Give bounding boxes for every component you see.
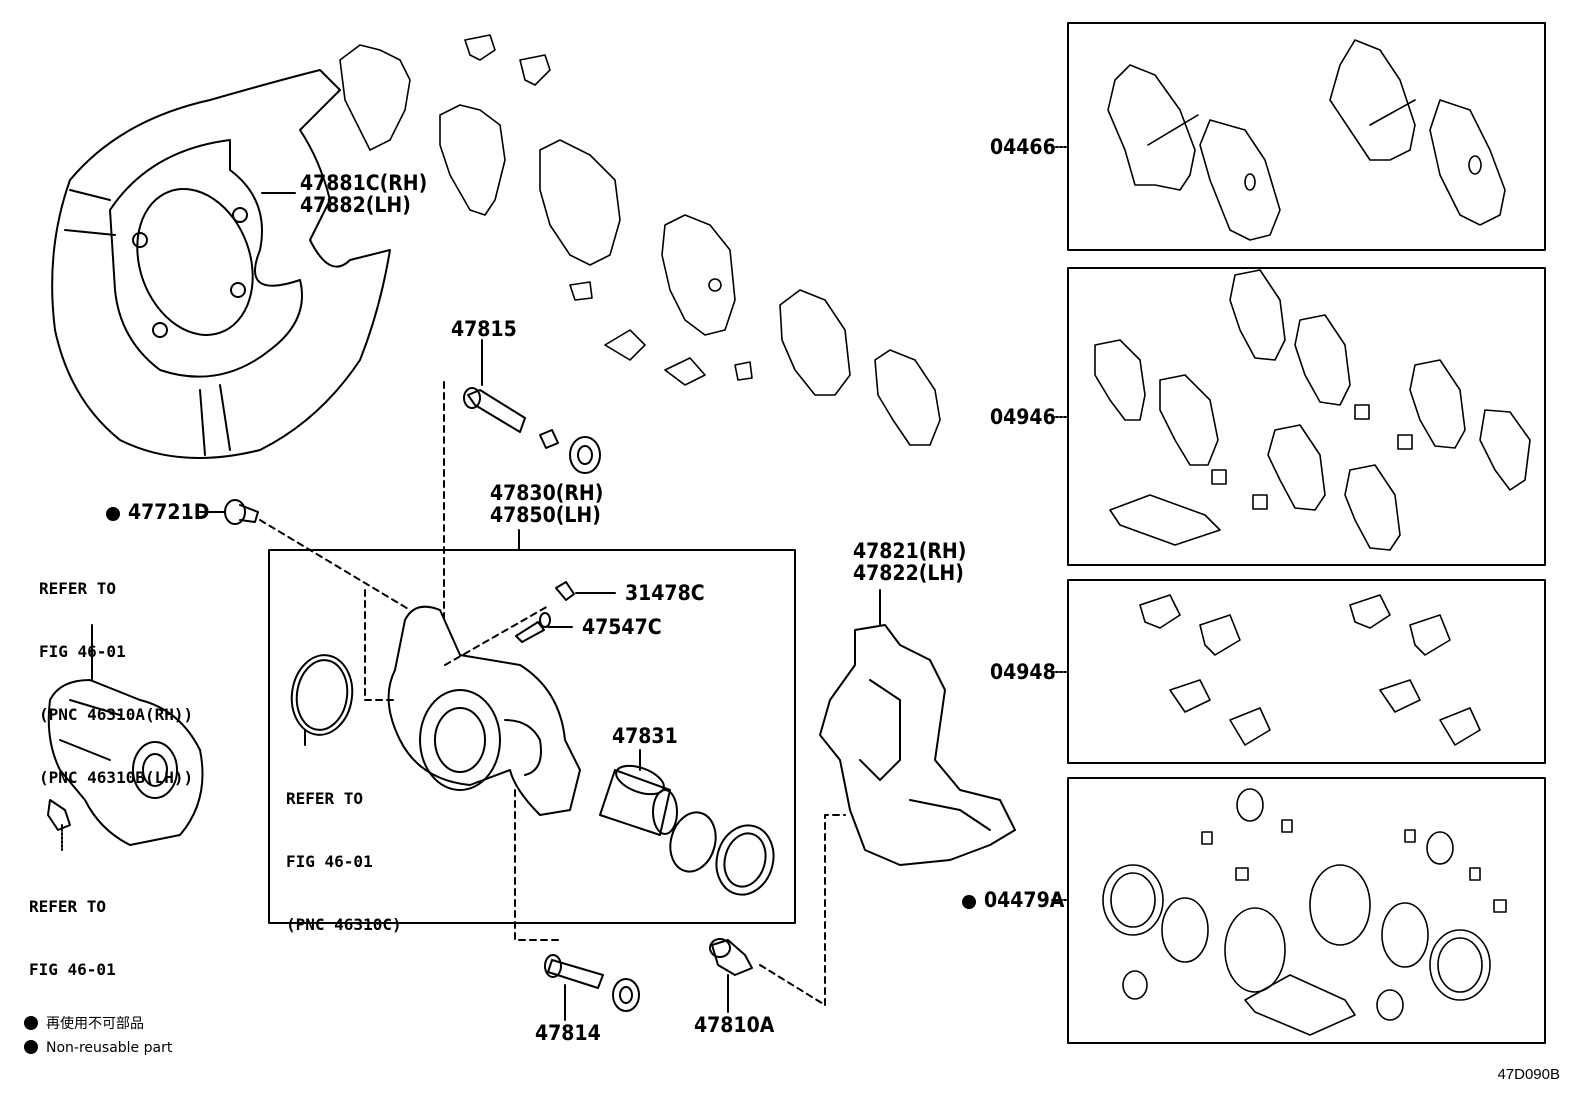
parking-actuator-part [47,679,204,846]
label-47721d-text: 47721D [128,500,210,524]
slide-pin-lower-part [544,954,640,1012]
label-04948[interactable]: 04948 [990,660,1056,684]
non-reusable-dot-icon [24,1040,38,1054]
non-reusable-dot-icon [106,507,120,521]
non-reusable-dot-icon [962,895,976,909]
label-47830[interactable]: 47830(RH) [490,481,604,505]
bleeder-parts [515,581,575,643]
dashed-leader-bleeder [444,604,551,666]
kit-boxes [1051,22,1546,1044]
label-47882[interactable]: 47882(LH) [300,193,411,217]
ref-oring-line1: REFER TO [286,789,364,808]
caliper-mounting-part [819,624,1016,866]
kit-04466-pads [1107,39,1506,241]
label-47831[interactable]: 47831 [612,724,678,748]
caliper-assembly-box [268,549,796,924]
bolt-47721d-part [224,499,259,525]
ref-actuator[interactable]: REFER TO FIG 46-01 (PNC 46310A(RH)) (PNC… [39,536,193,809]
label-04479a[interactable]: 04479A [962,889,1064,911]
label-47815[interactable]: 47815 [451,317,517,341]
label-31478c[interactable]: 31478C [625,581,705,605]
label-04479a-text: 04479A [984,888,1065,912]
label-47810a[interactable]: 47810A [694,1013,775,1037]
ref-actuator-line2: FIG 46-01 [39,642,126,661]
ref-bolt-line2: FIG 46-01 [29,960,116,979]
figure-id: 47D090B [1497,1066,1560,1083]
dashed-leader-47721d [259,519,411,611]
ref-oring-line3: (PNC 46310C) [286,915,402,934]
piston-part [599,764,775,896]
legend-row-english: Non-reusable part [24,1036,172,1060]
kit-04946-shims [1094,269,1531,551]
label-04466[interactable]: 04466 [990,135,1056,159]
dashed-leader-mounting [824,814,846,1006]
label-47822[interactable]: 47822(LH) [853,561,964,585]
caliper-body-part [364,589,581,816]
ref-actuator-line3: (PNC 46310A(RH)) [39,705,194,724]
label-47547c[interactable]: 47547C [582,615,662,639]
non-reusable-dot-icon [24,1016,38,1030]
kit-04948-clips [1139,594,1481,746]
ref-oring-line2: FIG 46-01 [286,852,373,871]
ref-actuator-line1: REFER TO [39,579,117,598]
label-47814[interactable]: 47814 [535,1021,601,1045]
label-47881c[interactable]: 47881C(RH) [300,171,428,195]
ref-bolt-line1: REFER TO [29,897,107,916]
ref-actuator-line4: (PNC 46310B(LH)) [39,768,194,787]
legend-english-text: Non-reusable part [46,1040,173,1056]
label-04946[interactable]: 04946 [990,405,1056,429]
slide-pin-upper-part [463,387,601,474]
kit-04479a-seals [1102,788,1507,1036]
label-47821[interactable]: 47821(RH) [853,539,967,563]
ref-oring[interactable]: REFER TO FIG 46-01 (PNC 46310C) [286,746,402,956]
legend-japanese-text: 再使用不可部品 [46,1016,144,1032]
pad-shim-parts [339,34,941,446]
label-47850[interactable]: 47850(LH) [490,503,601,527]
legend: 再使用不可部品 Non-reusable part [24,1012,172,1060]
bolt-47810a-part [709,938,753,976]
legend-row-japanese: 再使用不可部品 [24,1012,172,1036]
dust-cover-part [51,69,391,459]
ref-bolt[interactable]: REFER TO FIG 46-01 [29,854,116,1001]
oring-part [290,654,354,736]
label-47721d[interactable]: 47721D [106,501,209,523]
